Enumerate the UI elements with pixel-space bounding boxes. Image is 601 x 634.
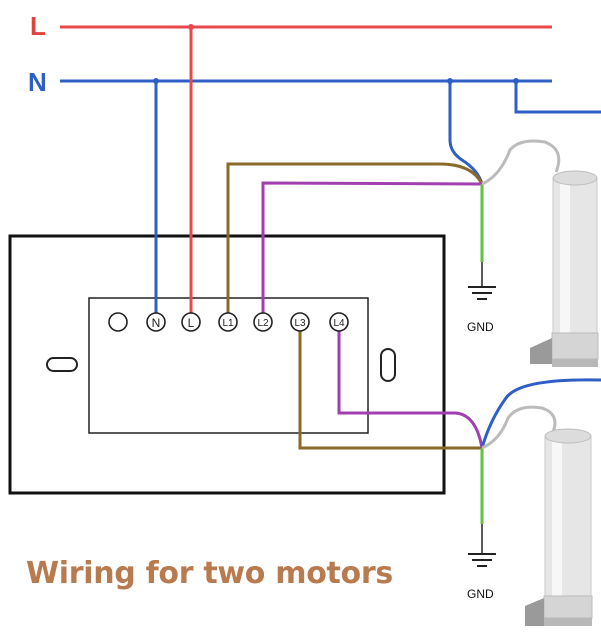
junction-dot <box>153 78 159 84</box>
terminal-n: N <box>146 312 166 332</box>
motor2-tube-icon <box>525 428 593 626</box>
diagram-caption: Wiring for two motors <box>26 556 393 591</box>
l2-motor1-wire <box>261 181 483 322</box>
motor2-cable <box>481 405 557 450</box>
ground-label-top: GND <box>467 320 494 334</box>
terminal-l1: L1 <box>218 312 238 332</box>
terminal-l: L <box>181 312 201 332</box>
junction-dot <box>188 24 194 30</box>
terminal-l2-label: L2 <box>257 318 269 329</box>
terminal-l-label: L <box>188 316 195 330</box>
l1-motor1-wire <box>226 162 484 322</box>
terminal-l4: L4 <box>329 312 349 332</box>
ground-label-bottom: GND <box>467 587 494 601</box>
terminal-blank <box>108 312 128 332</box>
motor1-tube-icon <box>530 170 599 367</box>
terminal-l2: L2 <box>253 312 273 332</box>
neutral-to-motor1-wire <box>448 81 484 185</box>
l3-motor2-wire <box>298 322 482 450</box>
panel-slot-left <box>46 357 78 372</box>
l4-motor2-wire <box>337 322 484 449</box>
neutral-to-motor2-wire <box>480 378 601 449</box>
junction-dot <box>513 78 519 84</box>
ground-symbol-icon <box>468 553 496 567</box>
live-line-label: L <box>30 11 46 41</box>
terminal-l4-label: L4 <box>333 318 345 329</box>
junction-dot <box>447 78 453 84</box>
ground-symbol-icon <box>468 286 496 300</box>
terminal-l3-label: L3 <box>294 318 306 329</box>
terminal-l1-label: L1 <box>222 318 234 329</box>
terminal-n-label: N <box>152 316 161 330</box>
neutral-line-label: N <box>28 67 47 97</box>
terminal-l3: L3 <box>290 312 310 332</box>
neutral-branch-right <box>514 81 601 114</box>
motor1-cable <box>481 139 561 186</box>
panel-slot-right <box>380 348 396 382</box>
